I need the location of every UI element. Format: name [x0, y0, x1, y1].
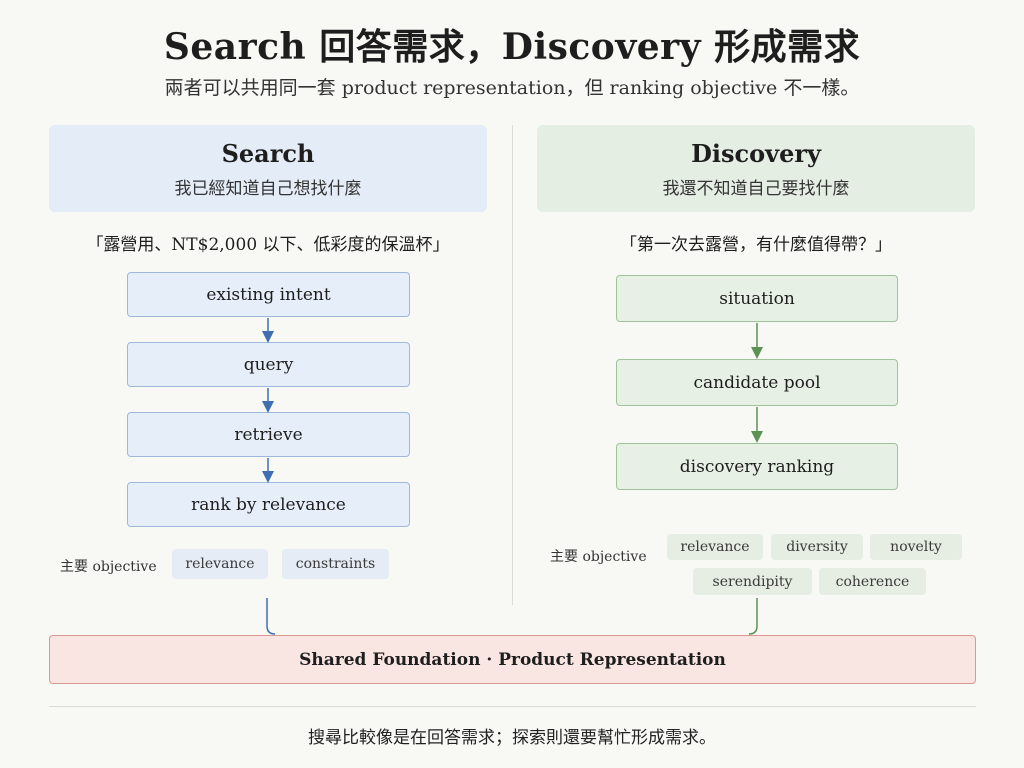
- search-objective-chip: constraints: [282, 549, 389, 579]
- discovery-step-candidate-pool: candidate pool: [616, 359, 898, 406]
- search-title: Search: [221, 139, 315, 168]
- discovery-to-foundation-connector: [748, 598, 758, 635]
- discovery-objective-label: 主要 objective: [550, 549, 647, 565]
- search-objective-chip: relevance: [172, 549, 268, 579]
- search-header-card: Search 我已經知道自己想找什麼: [49, 125, 487, 212]
- discovery-subtitle: 我還不知道自己要找什麼: [662, 179, 850, 199]
- page-subtitle: 兩者可以共用同一套 product representation，但 ranki…: [164, 77, 860, 99]
- search-step-rank-by-relevance: rank by relevance: [127, 482, 410, 527]
- search-step-retrieve: retrieve: [127, 412, 410, 457]
- discovery-objective-chip: novelty: [870, 534, 962, 560]
- search-objective-label: 主要 objective: [60, 559, 157, 575]
- footer-divider: [49, 706, 976, 707]
- discovery-objective-chip: serendipity: [693, 568, 812, 595]
- discovery-example: 「第一次去露營，有什麼值得帶？」: [620, 235, 892, 255]
- discovery-step-situation: situation: [616, 275, 898, 322]
- search-step-existing-intent: existing intent: [127, 272, 410, 317]
- column-divider: [512, 125, 513, 605]
- discovery-step-discovery-ranking: discovery ranking: [616, 443, 898, 490]
- discovery-objective-chip: relevance: [667, 534, 763, 560]
- search-subtitle: 我已經知道自己想找什麼: [174, 179, 362, 199]
- discovery-title: Discovery: [691, 139, 821, 168]
- discovery-objective-chip: coherence: [819, 568, 926, 595]
- page-title: Search 回答需求，Discovery 形成需求: [163, 26, 861, 68]
- discovery-header-card: Discovery 我還不知道自己要找什麼: [537, 125, 975, 212]
- search-to-foundation-connector: [266, 598, 276, 635]
- search-example: 「露營用、NT$2,000 以下、低彩度的保溫杯」: [86, 235, 450, 255]
- footer-note: 搜尋比較像是在回答需求；探索則還要幫忙形成需求。: [308, 728, 716, 748]
- discovery-objective-chip: diversity: [771, 534, 863, 560]
- shared-foundation-box: Shared Foundation · Product Representati…: [49, 635, 976, 684]
